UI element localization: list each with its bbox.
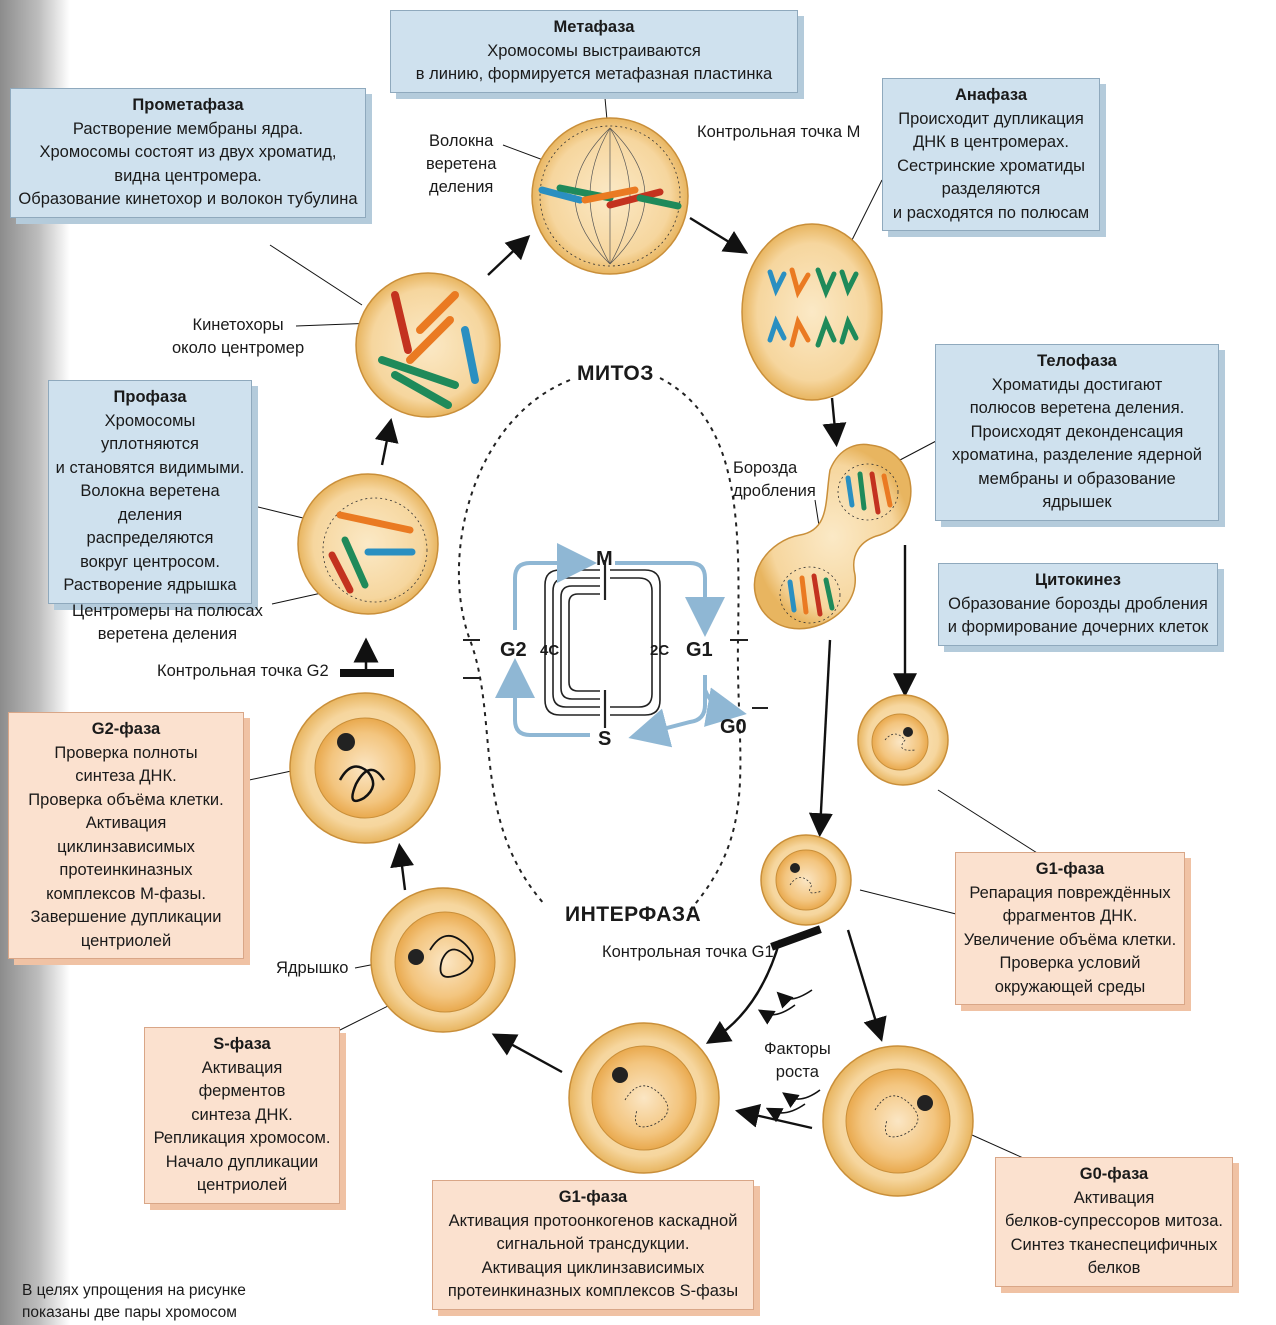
cell-s bbox=[371, 888, 515, 1032]
label-mitosis: МИТОЗ bbox=[577, 362, 654, 386]
label-spindle-fibers: Волокна веретена деления bbox=[426, 130, 496, 199]
label-checkpoint-g1: Контрольная точка G1 bbox=[602, 941, 774, 964]
cycle-label-s: S bbox=[598, 728, 611, 751]
label-centromeres: Центромеры на полюсах веретена деления bbox=[72, 600, 263, 646]
label-nucleolus: Ядрышко bbox=[276, 957, 348, 980]
cell-g2 bbox=[290, 693, 440, 843]
checkpoint-g1-bar bbox=[770, 925, 822, 950]
checkpoint-g2-bar bbox=[340, 645, 394, 677]
cycle-label-g2: G2 bbox=[500, 639, 527, 662]
cytokinesis-box: Цитокинез Образование борозды дробления … bbox=[938, 563, 1218, 646]
cell-prometaphase bbox=[356, 273, 500, 417]
anaphase-box: Анафаза Происходит дупликация ДНК в цент… bbox=[882, 78, 1100, 231]
cell-metaphase bbox=[532, 118, 688, 274]
cell-g1-medium bbox=[761, 835, 851, 925]
cell-anaphase bbox=[742, 224, 882, 400]
label-checkpoint-m: Контрольная точка М bbox=[697, 121, 860, 144]
prophase-box: Профаза Хромосомы уплотняются и становят… bbox=[48, 380, 252, 604]
cycle-label-g0: G0 bbox=[720, 716, 747, 739]
label-furrow: Борозда дробления bbox=[733, 457, 816, 503]
label-kinetochores: Кинетохоры около центромер bbox=[172, 314, 304, 360]
cycle-label-g1: G1 bbox=[686, 639, 713, 662]
cycle-schematic bbox=[545, 560, 660, 728]
cycle-label-m: M bbox=[596, 548, 613, 571]
cycle-label-2c: 2C bbox=[650, 642, 669, 659]
g1-right-box: G1-фаза Репарация повреждённых фрагменто… bbox=[955, 852, 1185, 1005]
metaphase-box: Метафаза Хромосомы выстраиваются в линию… bbox=[390, 10, 798, 93]
label-interphase: ИНТЕРФАЗА bbox=[565, 903, 701, 927]
cell-g0 bbox=[823, 1046, 973, 1196]
prometaphase-box: Прометафаза Растворение мембраны ядра. Х… bbox=[10, 88, 366, 218]
g1-bottom-box: G1-фаза Активация протоонкогенов каскадн… bbox=[432, 1180, 754, 1310]
cell-g1-large bbox=[569, 1023, 719, 1173]
g0-box: G0-фаза Активация белков-супрессоров мит… bbox=[995, 1157, 1233, 1287]
label-checkpoint-g2: Контрольная точка G2 bbox=[157, 660, 329, 683]
label-growth-factors: Факторы роста bbox=[764, 1038, 831, 1084]
s-box: S-фаза Активация ферментов синтеза ДНК. … bbox=[144, 1027, 340, 1204]
telophase-box: Телофаза Хроматиды достигают полюсов вер… bbox=[935, 344, 1219, 521]
g2-box: G2-фаза Проверка полноты синтеза ДНК. Пр… bbox=[8, 712, 244, 959]
footnote: В целях упрощения на рисунке показаны дв… bbox=[22, 1280, 246, 1324]
cell-g1-small bbox=[858, 695, 948, 785]
cell-prophase bbox=[298, 474, 438, 614]
cycle-label-4c: 4C bbox=[540, 642, 559, 659]
